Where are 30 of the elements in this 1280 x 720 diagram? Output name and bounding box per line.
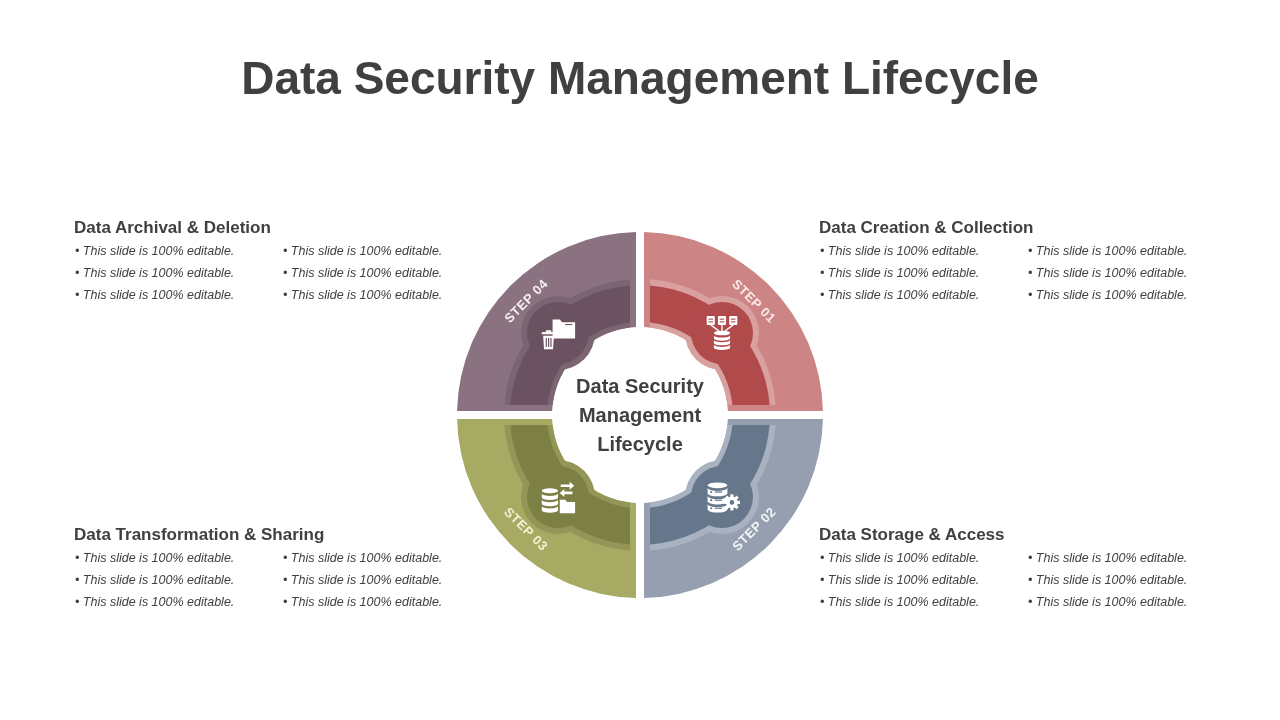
section-heading: Data Archival & Deletion	[74, 218, 271, 238]
bullet-text: • This slide is 100% editable.	[75, 243, 235, 259]
bullet-text: • This slide is 100% editable.	[820, 550, 980, 566]
bullet-text: • This slide is 100% editable.	[283, 265, 443, 281]
bullet-text: • This slide is 100% editable.	[820, 265, 980, 281]
page-title: Data Security Management Lifecycle	[240, 51, 1040, 106]
bullet-text: • This slide is 100% editable.	[75, 550, 235, 566]
bullet-text: • This slide is 100% editable.	[283, 550, 443, 566]
section-heading: Data Creation & Collection	[819, 218, 1034, 238]
bullet-text: • This slide is 100% editable.	[1028, 287, 1188, 303]
bullet-text: • This slide is 100% editable.	[1028, 265, 1188, 281]
section-heading: Data Storage & Access	[819, 525, 1005, 545]
bullet-text: • This slide is 100% editable.	[283, 243, 443, 259]
bullet-text: • This slide is 100% editable.	[283, 594, 443, 610]
bullet-text: • This slide is 100% editable.	[820, 243, 980, 259]
bullet-text: • This slide is 100% editable.	[820, 287, 980, 303]
center-title: Data Security Management Lifecycle	[565, 371, 715, 459]
bullet-text: • This slide is 100% editable.	[1028, 572, 1188, 588]
bullet-text: • This slide is 100% editable.	[75, 594, 235, 610]
bullet-text: • This slide is 100% editable.	[1028, 550, 1188, 566]
bullet-text: • This slide is 100% editable.	[75, 572, 235, 588]
bullet-text: • This slide is 100% editable.	[283, 572, 443, 588]
bullet-text: • This slide is 100% editable.	[820, 594, 980, 610]
section-heading: Data Transformation & Sharing	[74, 525, 325, 545]
bullet-text: • This slide is 100% editable.	[75, 265, 235, 281]
bullet-text: • This slide is 100% editable.	[820, 572, 980, 588]
bullet-text: • This slide is 100% editable.	[1028, 243, 1188, 259]
bullet-text: • This slide is 100% editable.	[1028, 594, 1188, 610]
bullet-text: • This slide is 100% editable.	[75, 287, 235, 303]
bullet-text: • This slide is 100% editable.	[283, 287, 443, 303]
